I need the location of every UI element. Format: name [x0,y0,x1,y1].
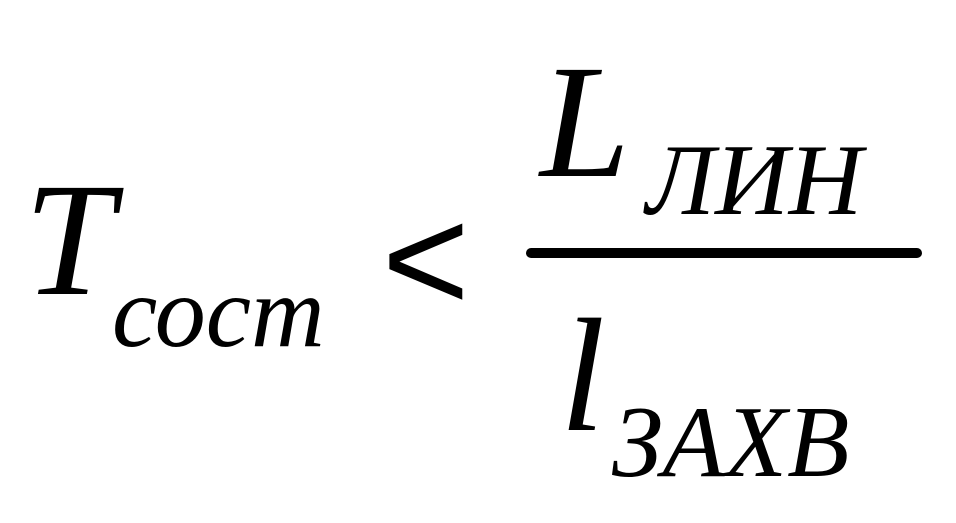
denominator-symbol: l [560,287,606,466]
denominator-subscript: ЗАХВ [612,386,850,499]
fraction-bar [526,248,922,258]
lhs-subscript: сост [112,256,325,369]
numerator-symbol: L [540,33,631,212]
less-than-symbol: < [382,175,470,343]
numerator-subscript: ЛИН [646,124,863,237]
lhs-symbol: T [24,151,115,330]
